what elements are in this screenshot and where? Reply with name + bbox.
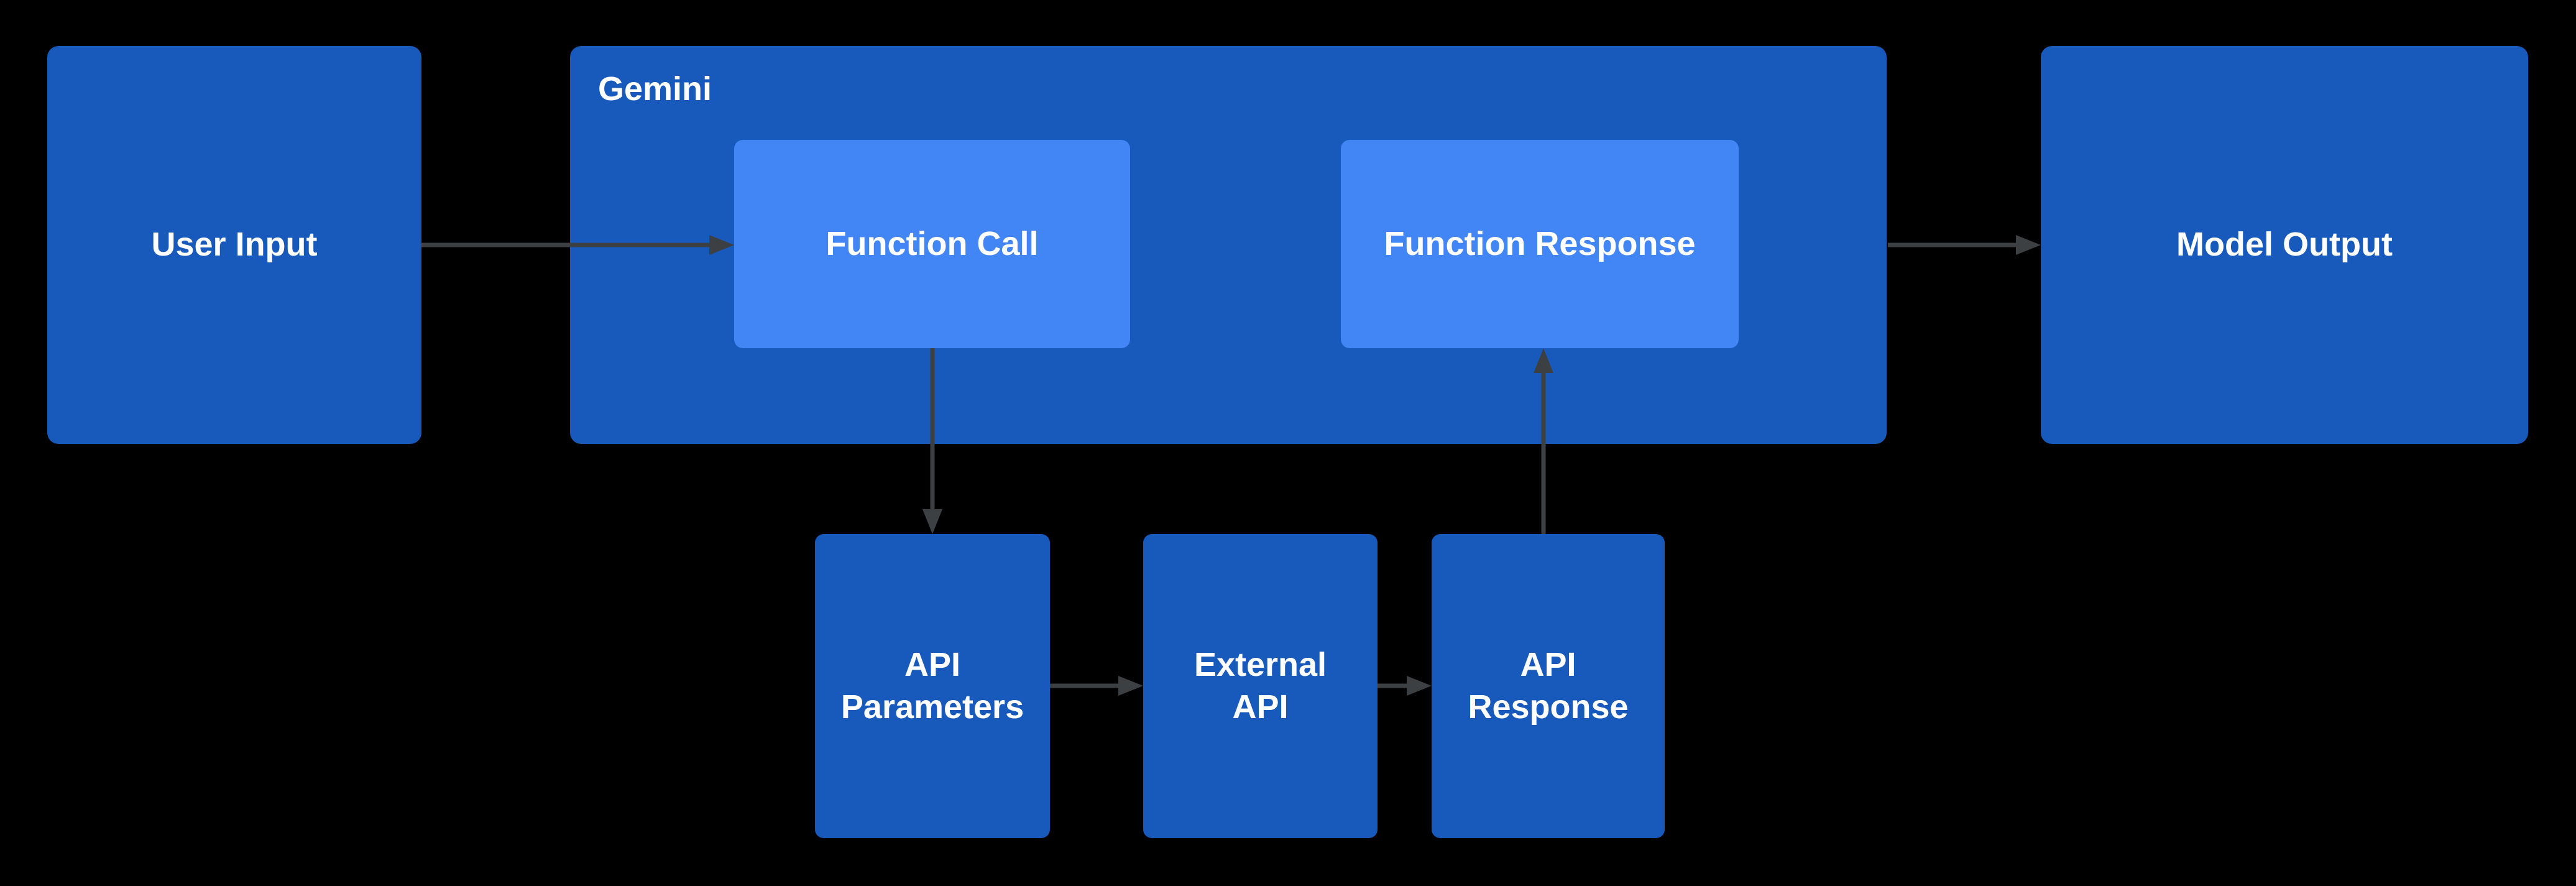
node-api-response: API Response: [1432, 534, 1665, 838]
node-api-response-label: API Response: [1468, 646, 1629, 726]
node-function-call: Function Call: [734, 140, 1130, 348]
node-model-output: Model Output: [2041, 46, 2528, 444]
node-user-input: User Input: [47, 46, 421, 444]
node-function-response-label: Function Response: [1384, 224, 1696, 262]
node-api-parameters-label: API Parameters: [840, 646, 1024, 726]
node-external-api-label: External API: [1194, 646, 1327, 726]
node-api-parameters: API Parameters: [815, 534, 1050, 838]
gemini-container-label: Gemini: [598, 70, 712, 108]
arrow-gemini-to-model-output: [1888, 235, 2041, 255]
node-function-call-label: Function Call: [826, 224, 1039, 262]
node-external-api: External API: [1143, 534, 1378, 838]
arrow-api-parameters-to-external-api: [1050, 676, 1143, 696]
node-user-input-label: User Input: [151, 226, 318, 264]
node-model-output-label: Model Output: [2176, 226, 2393, 264]
arrow-external-api-to-api-response: [1378, 676, 1432, 696]
node-function-response: Function Response: [1341, 140, 1739, 348]
